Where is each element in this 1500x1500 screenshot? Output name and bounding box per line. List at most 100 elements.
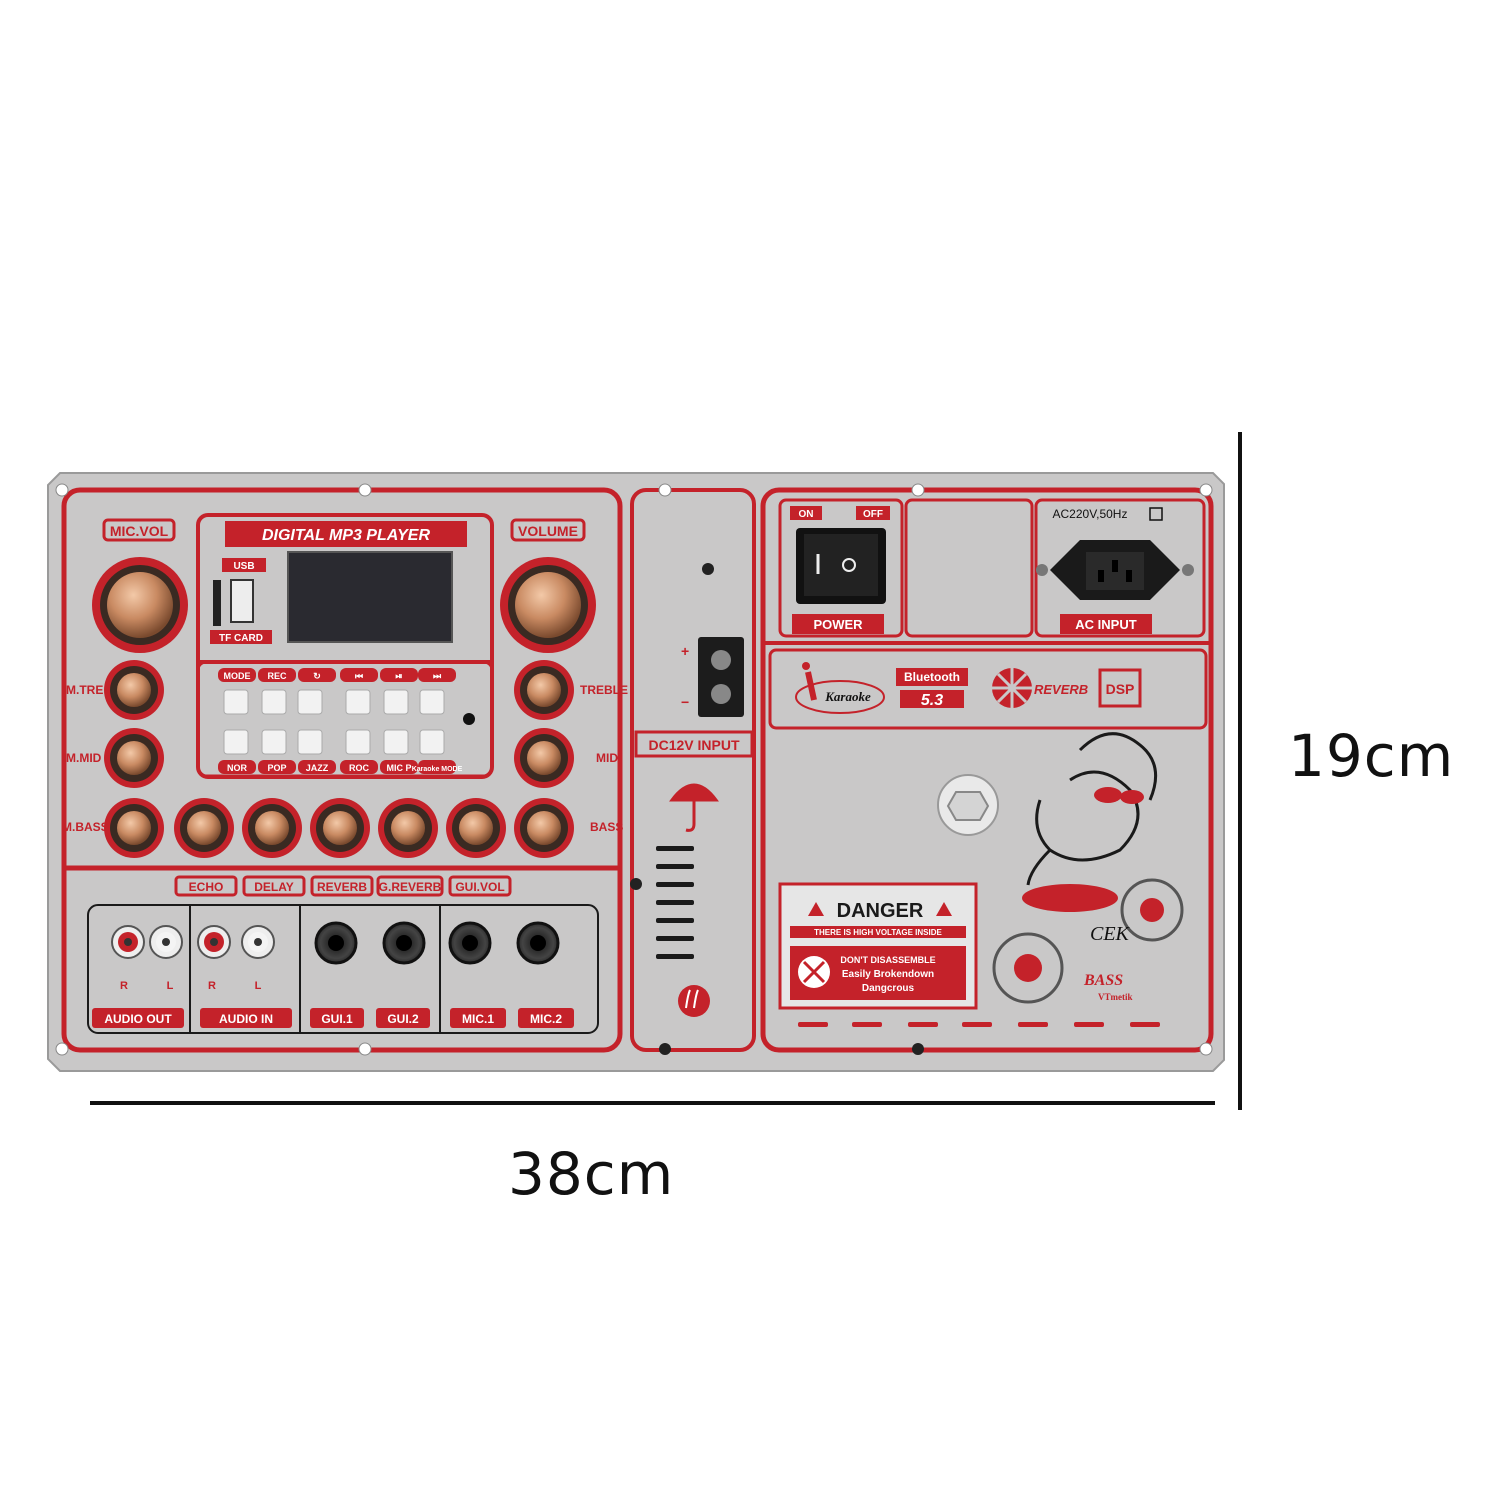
gui1-jack[interactable] (314, 921, 358, 965)
m-treble-knob[interactable] (104, 660, 164, 720)
right-section-frame (760, 487, 1214, 1053)
gui-vol-knob[interactable] (446, 798, 506, 858)
height-dimension-label: 19cm (1288, 722, 1455, 790)
gui2-label: GUI.2 (387, 1012, 419, 1026)
mp3-button[interactable] (419, 689, 445, 715)
karaoke-logo: Karaoke (795, 662, 885, 714)
danger-label: DANGER (837, 900, 924, 922)
mic-vol-label: MIC.VOL (110, 523, 169, 539)
brand-logo: CEK (1090, 923, 1131, 945)
tf-card-slot[interactable] (213, 580, 221, 626)
svg-text:Karaoke: Karaoke (824, 689, 871, 704)
svg-text:⏭: ⏭ (433, 671, 442, 681)
m-bass-knob[interactable] (104, 798, 164, 858)
volume-knob[interactable] (500, 557, 596, 653)
dj-cartoon-logo (1022, 732, 1158, 912)
svg-text:MIC P: MIC P (386, 763, 411, 773)
ac-input-socket[interactable] (1036, 540, 1194, 600)
bluetooth-version: 5.3 (921, 692, 943, 709)
treble-knob[interactable] (514, 660, 574, 720)
audio-in-label: AUDIO IN (219, 1012, 273, 1026)
svg-text:JAZZ: JAZZ (306, 763, 329, 773)
mp3-button[interactable] (261, 729, 287, 755)
dc12v-input-label: DC12V INPUT (648, 737, 739, 753)
svg-text:MODE: MODE (224, 671, 251, 681)
dsp-chip-icon: DSP (1098, 668, 1142, 708)
svg-text:BASS: BASS (1083, 972, 1123, 989)
svg-text:REC: REC (267, 671, 287, 681)
m-mid-knob[interactable] (104, 728, 164, 788)
mid-label: MID (596, 751, 618, 765)
mp3-button[interactable] (345, 729, 371, 755)
svg-text:L: L (167, 980, 174, 992)
mp3-button[interactable] (419, 729, 445, 755)
svg-text:NOR: NOR (227, 763, 248, 773)
mp3-button[interactable] (297, 729, 323, 755)
bass-label: BASS (590, 820, 623, 834)
mic-vol-knob[interactable] (92, 557, 188, 653)
speaker-logo-icon (992, 878, 1184, 1004)
svg-text:⏯: ⏯ (395, 671, 402, 681)
svg-text:↻: ↻ (313, 671, 321, 681)
svg-text:L: L (255, 980, 262, 992)
g-reverb-knob[interactable] (378, 798, 438, 858)
volume-label: VOLUME (518, 523, 578, 539)
mid-knob[interactable] (514, 728, 574, 788)
heat-icon (678, 985, 710, 1017)
m-bass-label: M.BASS (62, 820, 109, 834)
svg-text:DSP: DSP (1106, 681, 1135, 697)
mp3-display (288, 552, 452, 642)
mp3-button[interactable] (223, 729, 249, 755)
svg-text:USB: USB (233, 561, 254, 572)
mounting-bolt (937, 774, 999, 836)
mp3-button[interactable] (261, 689, 287, 715)
reverb-feature-label: REVERB (1034, 682, 1088, 697)
svg-text:Karaoke MODE: Karaoke MODE (412, 766, 463, 773)
gui1-label: GUI.1 (321, 1012, 353, 1026)
reverb-logo-icon (992, 668, 1032, 708)
mp3-button[interactable] (223, 689, 249, 715)
audio-in-r-jack[interactable] (197, 925, 231, 959)
dc12v-terminal-block[interactable] (698, 637, 744, 717)
svg-text:ON: ON (799, 509, 814, 520)
bass-knob[interactable] (514, 798, 574, 858)
mic2-label: MIC.2 (530, 1012, 562, 1026)
treble-label: TREBLE (580, 683, 628, 697)
svg-text:R: R (120, 980, 128, 992)
danger-warning-sticker: DANGER THERE IS HIGH VOLTAGE INSIDE DON'… (778, 882, 978, 1010)
usb-port[interactable] (230, 579, 254, 623)
width-dimension-label: 38cm (508, 1140, 675, 1208)
delay-knob[interactable] (242, 798, 302, 858)
bluetooth-label: Bluetooth (904, 670, 960, 684)
middle-strip-frame (630, 488, 756, 1052)
mp3-button[interactable] (345, 689, 371, 715)
reverb-knob[interactable] (310, 798, 370, 858)
mic2-jack[interactable] (516, 921, 560, 965)
mic1-jack[interactable] (448, 921, 492, 965)
m-mid-label: M.MID (66, 751, 102, 765)
svg-text:THERE IS HIGH VOLTAGE INSIDE: THERE IS HIGH VOLTAGE INSIDE (814, 928, 942, 937)
gui2-jack[interactable] (382, 921, 426, 965)
audio-out-l-jack[interactable] (149, 925, 183, 959)
svg-text:Easily Brokendown: Easily Brokendown (842, 969, 934, 980)
svg-text:DON'T DISASSEMBLE: DON'T DISASSEMBLE (840, 955, 935, 965)
audio-in-l-jack[interactable] (241, 925, 275, 959)
echo-knob[interactable] (174, 798, 234, 858)
ac-rating-label: AC220V,50Hz (1053, 507, 1128, 521)
mp3-button[interactable] (383, 729, 409, 755)
svg-text:+: + (681, 643, 689, 659)
mp3-button[interactable] (297, 689, 323, 715)
mp3-button[interactable] (383, 689, 409, 715)
ir-sensor (463, 713, 475, 725)
svg-text:R: R (208, 980, 216, 992)
audio-out-r-jack[interactable] (111, 925, 145, 959)
ac-input-label: AC INPUT (1075, 617, 1136, 632)
svg-text:−: − (681, 694, 689, 710)
svg-text:OFF: OFF (863, 509, 883, 520)
power-label: POWER (813, 617, 863, 632)
gui-vol-label: GUI.VOL (455, 880, 504, 894)
power-switch[interactable] (796, 528, 886, 604)
svg-text:POP: POP (267, 763, 286, 773)
svg-text:Dangcrous: Dangcrous (862, 983, 915, 994)
